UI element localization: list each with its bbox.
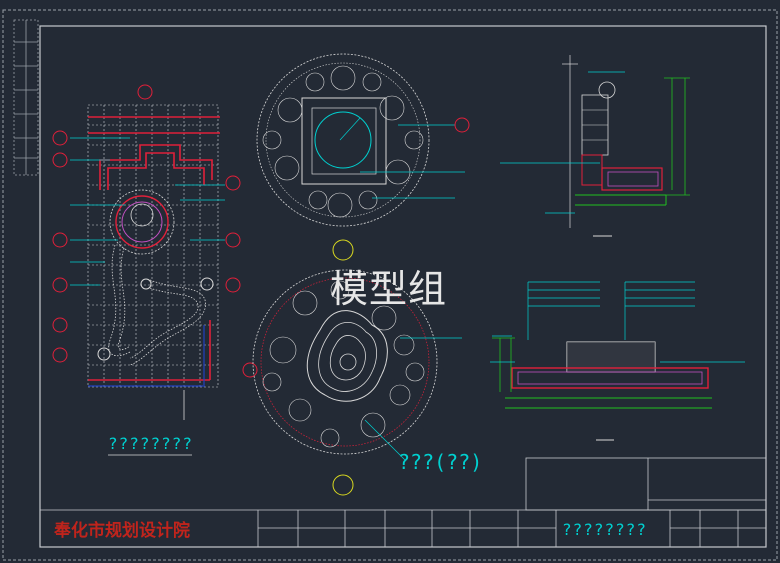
institute-name: 奉化市规划设计院: [54, 521, 190, 541]
upper-circle-plan: [256, 53, 470, 261]
side-elevation-detail: [500, 55, 690, 237]
plan-view: [52, 84, 258, 456]
title-block-text: ????????: [562, 520, 648, 539]
plan-view-caption: ????????: [108, 434, 194, 453]
lower-circle-plan: [252, 269, 462, 496]
fountain-section-detail: [490, 281, 745, 441]
outer-sheet-border: [2, 9, 778, 561]
watermark-text: 模型组: [330, 267, 448, 311]
binding-strip: [13, 19, 39, 176]
title-block: [40, 457, 767, 547]
drawing-frame: [39, 25, 767, 548]
section-caption: ???(??): [398, 450, 483, 474]
